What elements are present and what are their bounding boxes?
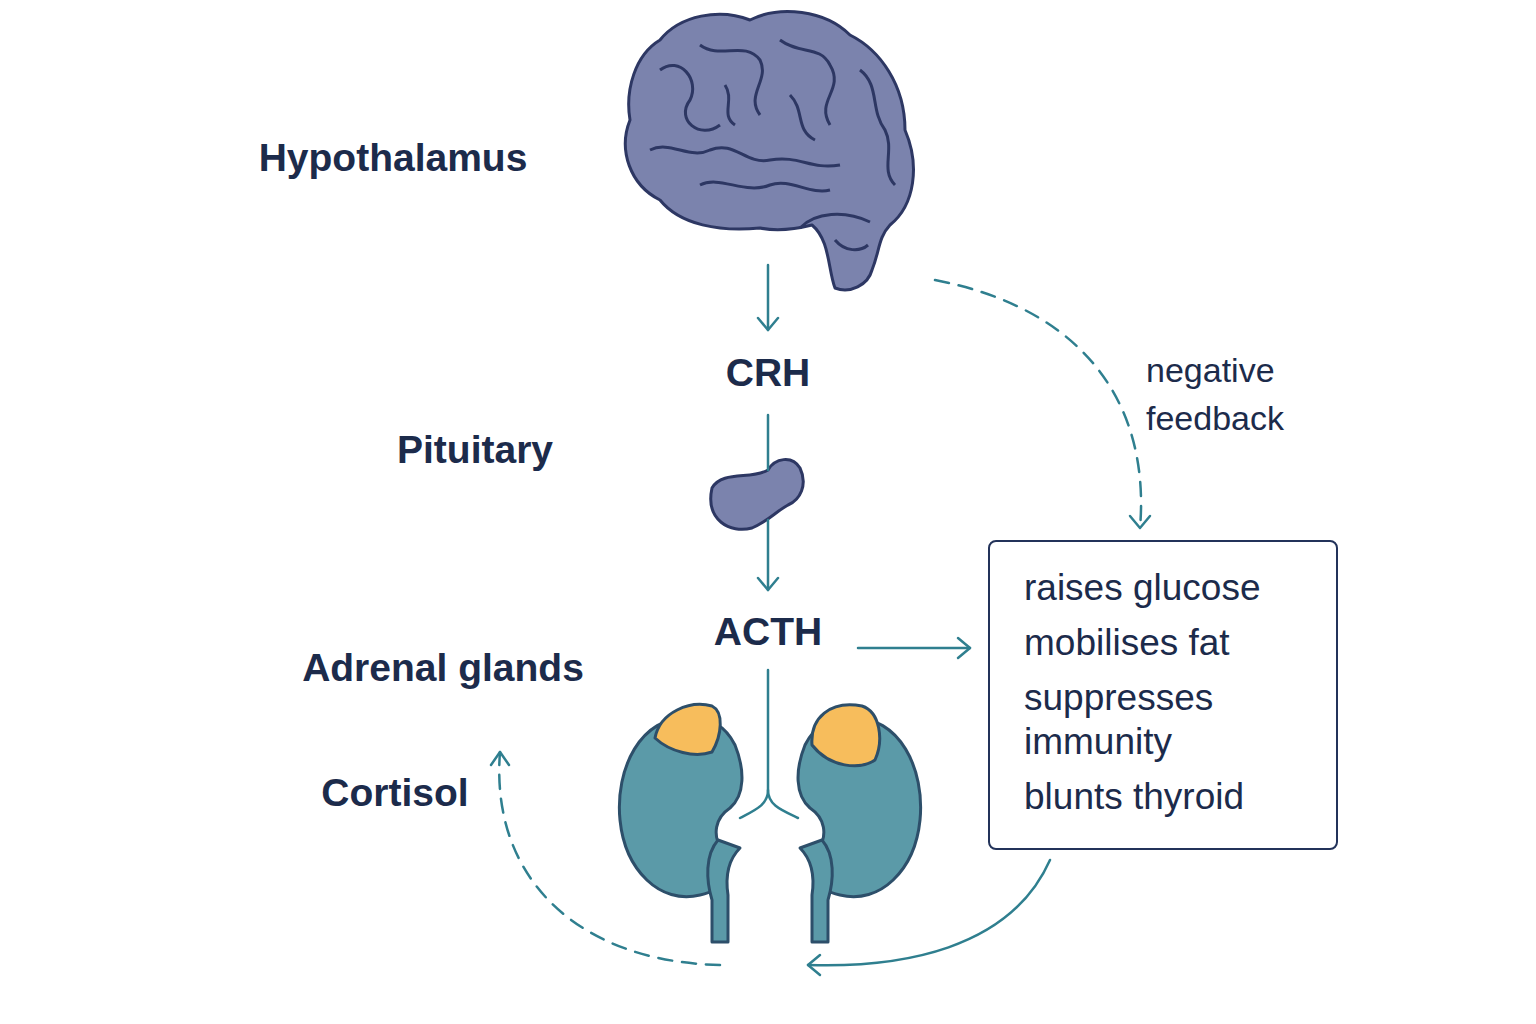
feedback-label: negative feedback — [1146, 346, 1346, 442]
pituitary-illustration — [711, 460, 803, 530]
effects-box: raises glucose mobilises fat suppresses im… — [988, 540, 1338, 850]
effect-text: suppresses immunity — [1024, 676, 1312, 764]
effect-text: blunts thyroid — [1024, 775, 1312, 819]
effect-text: mobilises fat — [1024, 621, 1312, 665]
organ-label: Adrenal glands — [193, 645, 693, 691]
hormone-label: CRH — [518, 350, 1018, 396]
kidney-illustration — [619, 704, 920, 942]
organ-label: Pituitary — [225, 427, 725, 473]
organ-label: Hypothalamus — [143, 135, 643, 181]
hormone-label: ACTH — [518, 609, 1018, 655]
hormone-label: Cortisol — [145, 770, 645, 816]
effect-text: raises glucose — [1024, 566, 1312, 610]
brain-illustration — [625, 12, 913, 290]
